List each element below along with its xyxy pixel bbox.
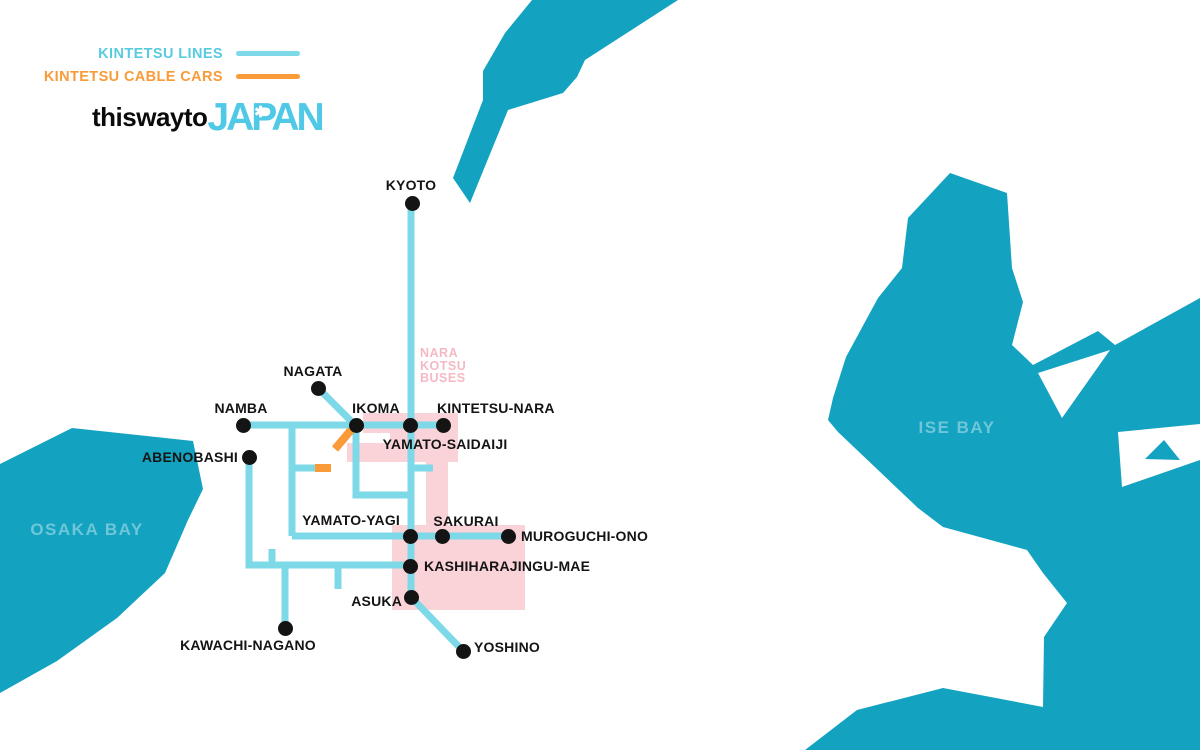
station-label-kintetsu-nara: KINTETSU-NARA bbox=[437, 400, 555, 416]
station-label-asuka: ASUKA bbox=[351, 593, 402, 609]
legend-label-lines: KINTETSU LINES bbox=[98, 45, 223, 62]
station-label-kawachi-nagano: KAWACHI-NAGANO bbox=[180, 637, 316, 653]
rail-line-ikoma-south bbox=[352, 422, 410, 499]
legend-row-lines: KINTETSU LINES bbox=[48, 42, 300, 65]
water-osaka-bay bbox=[0, 428, 203, 693]
station-dot-sakurai bbox=[434, 528, 450, 544]
cable-line-ikoma bbox=[331, 427, 355, 452]
station-label-namba: NAMBA bbox=[214, 400, 268, 416]
bus-label-line1: NARA bbox=[420, 346, 459, 360]
station-label-muroguchi-ono: MUROGUCHI-ONO bbox=[521, 528, 649, 544]
logo-brand: JAPAN ✱ bbox=[207, 96, 324, 139]
station-label-kashiharajingu-mae: KASHIHARAJINGU-MAE bbox=[424, 558, 591, 574]
rail-line-asuka-yoshino bbox=[408, 594, 466, 654]
nara-kotsu-buses-label: NARA KOTSU BUSES bbox=[420, 347, 466, 385]
station-dot-kyoto bbox=[404, 195, 420, 211]
station-label-yoshino: YOSHINO bbox=[474, 639, 540, 655]
station-dot-kashiharajingu-mae bbox=[402, 558, 418, 574]
station-dot-yamato-yagi bbox=[402, 528, 418, 544]
station-dot-kawachi-nagano bbox=[277, 620, 293, 636]
logo-brand-text: JAPAN bbox=[207, 96, 324, 139]
station-dot-abenobashi bbox=[241, 449, 257, 465]
station-dot-asuka bbox=[403, 589, 419, 605]
station-dot-nagata bbox=[310, 380, 326, 396]
coast-spike bbox=[1145, 440, 1180, 460]
water-ise-bay bbox=[805, 173, 1200, 750]
water-lake-biwa bbox=[453, 0, 678, 203]
station-label-yamato-yagi: YAMATO-YAGI bbox=[302, 512, 400, 528]
bus-label-line3: BUSES bbox=[420, 371, 466, 385]
logo-prefix: thiswayto bbox=[92, 102, 208, 132]
legend: KINTETSU LINES KINTETSU CABLE CARS bbox=[44, 42, 300, 88]
station-dot-kintetsu-nara bbox=[435, 417, 451, 433]
rail-line-abenobashi bbox=[245, 457, 410, 569]
cable-line-swatch-icon bbox=[236, 74, 300, 79]
station-dot-ikoma bbox=[348, 417, 364, 433]
station-label-sakurai: SAKURAI bbox=[433, 513, 499, 529]
osaka-bay-label: OSAKA BAY bbox=[30, 520, 144, 539]
station-label-yamato-saidaiji: YAMATO-SAIDAIJI bbox=[382, 436, 508, 452]
station-label-ikoma: IKOMA bbox=[352, 400, 400, 416]
rail-line-swatch-icon bbox=[236, 51, 300, 56]
bus-label-line2: KOTSU bbox=[420, 358, 467, 373]
station-label-abenobashi: ABENOBASHI bbox=[141, 449, 238, 465]
station-dot-yamato-saidaiji bbox=[402, 417, 418, 433]
station-dot-yoshino bbox=[455, 643, 471, 659]
bus-area-connector bbox=[426, 462, 448, 525]
flower-icon: ✱ bbox=[254, 104, 267, 121]
station-label-kyoto: KYOTO bbox=[385, 177, 437, 193]
legend-label-cable-cars: KINTETSU CABLE CARS bbox=[43, 68, 223, 85]
rail-line-nagata-ikoma bbox=[315, 385, 359, 429]
coast-notch-arm bbox=[1038, 350, 1110, 418]
station-label-nagata: NAGATA bbox=[283, 363, 343, 379]
ise-bay-label: ISE BAY bbox=[918, 418, 996, 437]
station-dot-namba bbox=[235, 417, 251, 433]
station-dot-muroguchi-ono bbox=[500, 528, 516, 544]
thiswayto-japan-logo: thiswayto JAPAN ✱ bbox=[92, 96, 325, 139]
legend-row-cable-cars: KINTETSU CABLE CARS bbox=[44, 65, 300, 88]
